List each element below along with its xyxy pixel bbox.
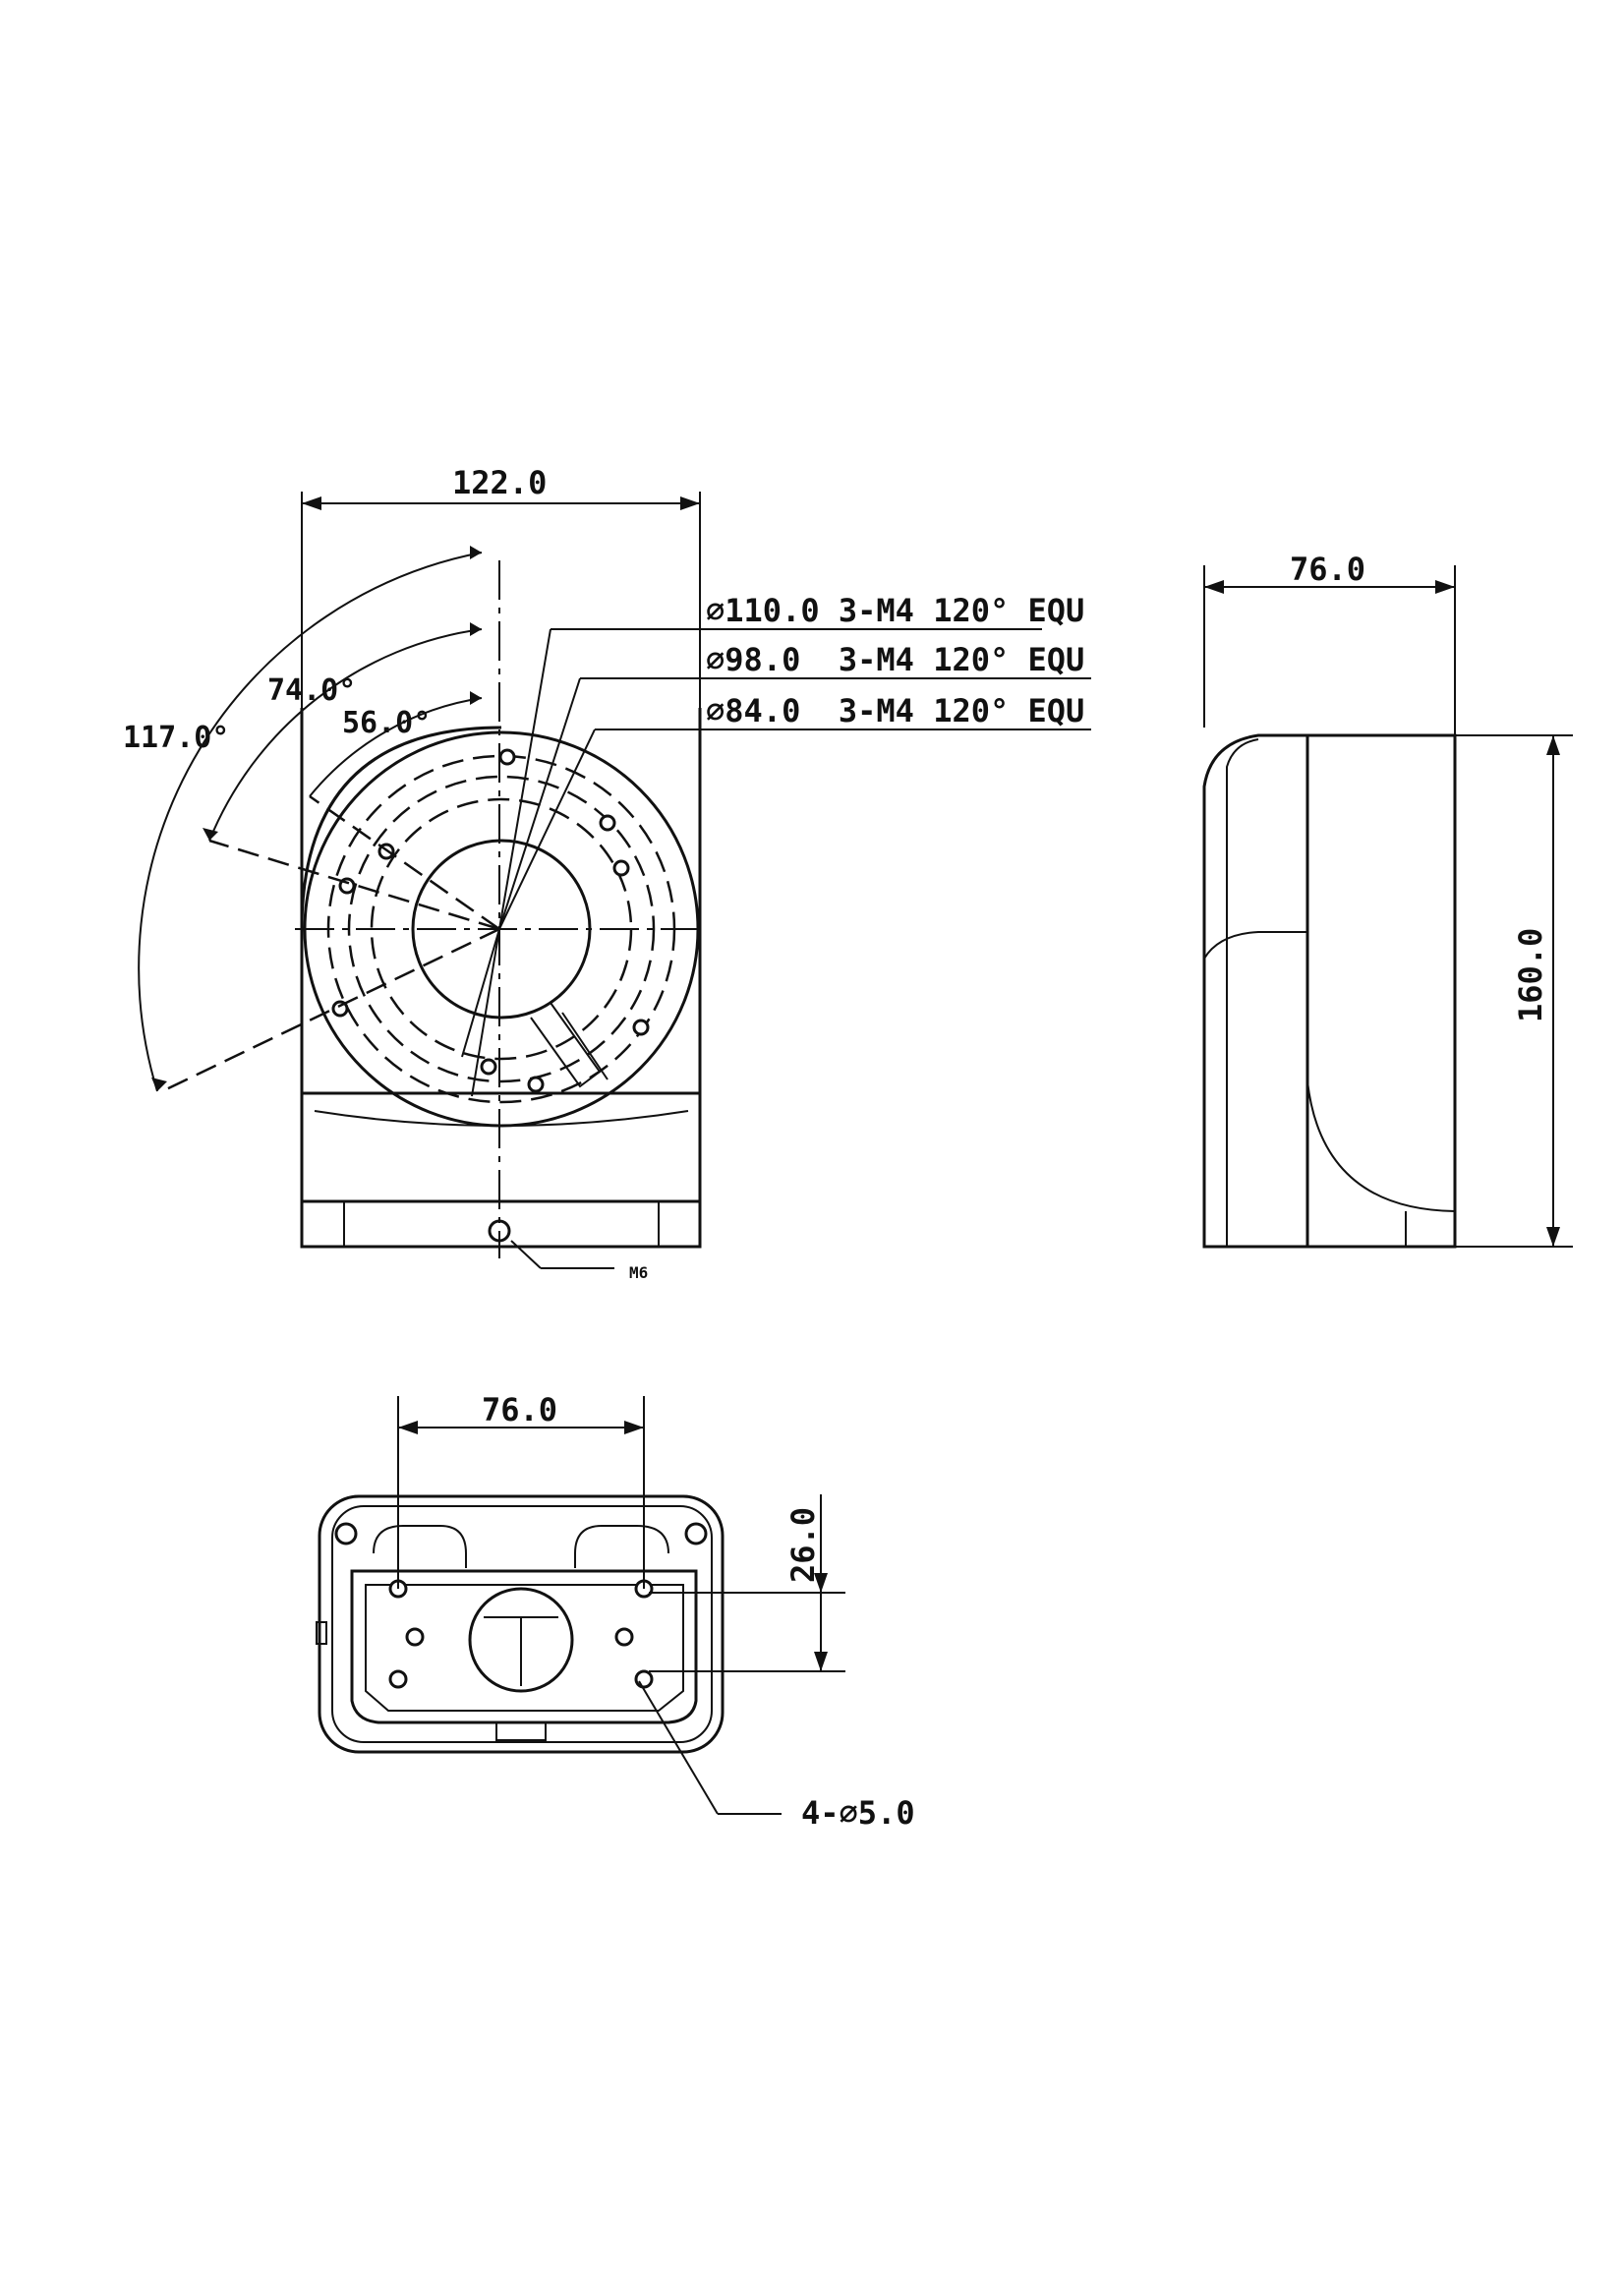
holes-callout: 4-∅5.0 [801,1794,915,1832]
angle-74-label: 74.0° [267,673,356,708]
front-view: 122.0 117.0° 74.0° 56.0° ∅110.0 3-M4 120… [123,464,1091,1282]
angle-117-label: 117.0° [123,721,229,755]
side-view: 76.0 160.0 [1202,551,1573,1249]
callout-98: ∅98.0 3-M4 120° EQU [706,641,1084,678]
m6-thread-label: M6 [629,1263,648,1282]
bottom-offset-dim: 26.0 [784,1507,822,1583]
bottom-spacing-dim: 76.0 [482,1391,557,1429]
bottom-view: 76.0 26.0 4-∅5.0 [316,1391,915,1832]
side-height-dim: 160.0 [1512,928,1549,1022]
angle-56-label: 56.0° [342,706,431,740]
callout-110: ∅110.0 3-M4 120° EQU [706,592,1084,629]
callout-84: ∅84.0 3-M4 120° EQU [706,692,1084,729]
side-depth-dim: 76.0 [1290,551,1365,588]
screw-holes [331,748,650,1093]
front-width-dim: 122.0 [452,464,547,501]
